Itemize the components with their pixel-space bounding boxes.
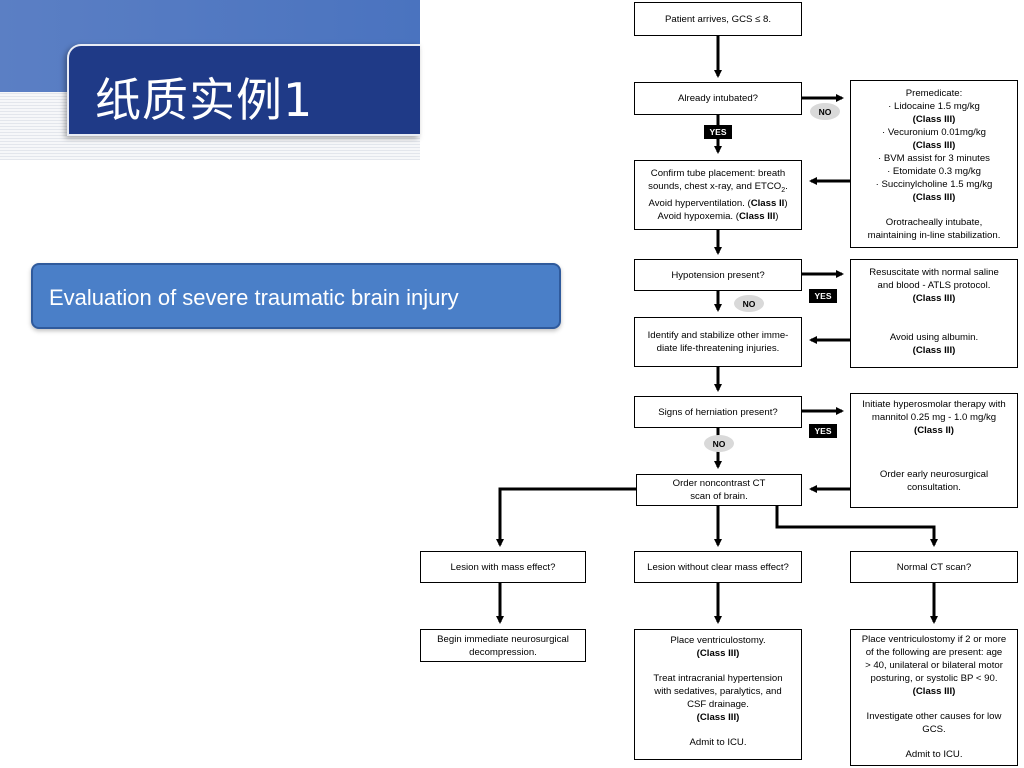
premedicate-line: · Succinylcholine 1.5 mg/kg xyxy=(875,178,993,190)
hyperosmolar-line: (Class II) xyxy=(914,425,954,436)
box-confirm-tube: Confirm tube placement: breath sounds, c… xyxy=(634,160,802,230)
normal-ct-text: Normal CT scan? xyxy=(896,561,972,573)
ventriculostomy-if-line: > 40, unilateral or bilateral motor xyxy=(865,660,1003,671)
order-ct-line: Order noncontrast CT xyxy=(672,478,766,489)
decompression-line: decompression. xyxy=(469,646,537,658)
box-hyperosmolar: Initiate hyperosmolar therapy with manni… xyxy=(850,393,1018,508)
title-box: 纸质实例1 xyxy=(67,44,420,136)
premedicate-line: (Class III) xyxy=(912,113,956,125)
slide-subtitle: Evaluation of severe traumatic brain inj… xyxy=(49,285,459,310)
premedicate-heading: Premedicate: xyxy=(905,87,963,99)
already-intubated-text: Already intubated? xyxy=(677,93,758,104)
box-ventriculostomy-if: Place ventriculostomy if 2 or more of th… xyxy=(850,629,1018,766)
tag-no: NO xyxy=(810,103,840,120)
lesion-no-mass-text: Lesion without clear mass effect? xyxy=(647,561,789,573)
ventriculostomy-line: with sedatives, paralytics, and xyxy=(654,686,782,697)
box-ventriculostomy: Place ventriculostomy. (Class III) Treat… xyxy=(634,629,802,760)
ventriculostomy-if-line: Investigate other causes for low xyxy=(866,711,1002,722)
patient-arrives-text: Patient arrives, GCS ≤ 8. xyxy=(664,13,772,25)
identify-line: Identify and stabilize other imme- xyxy=(647,330,789,341)
box-decompression: Begin immediate neurosurgical decompress… xyxy=(420,629,586,662)
box-lesion-no-mass: Lesion without clear mass effect? xyxy=(634,551,802,583)
box-lesion-mass: Lesion with mass effect? xyxy=(420,551,586,583)
ventriculostomy-if-line: GCS. xyxy=(922,724,946,735)
subtitle-box: Evaluation of severe traumatic brain inj… xyxy=(31,263,561,329)
tag-yes: YES xyxy=(704,125,732,139)
premedicate-footer: maintaining in-line stabilization. xyxy=(867,229,1001,241)
box-patient-arrives: Patient arrives, GCS ≤ 8. xyxy=(634,2,802,36)
ventriculostomy-line: Treat intracranial hypertension xyxy=(653,673,783,684)
box-already-intubated: Already intubated? xyxy=(634,82,802,115)
ventriculostomy-line: Place ventriculostomy. xyxy=(670,635,766,646)
ventriculostomy-line: (Class III) xyxy=(696,712,740,723)
arrow-ct-to-normal xyxy=(775,506,938,547)
hyperosmolar-line: consultation. xyxy=(907,482,961,493)
herniation-text: Signs of herniation present? xyxy=(658,406,778,418)
box-order-ct: Order noncontrast CT scan of brain. xyxy=(636,474,802,506)
tag-yes: YES xyxy=(809,289,837,303)
premedicate-line: · Vecuronium 0.01mg/kg xyxy=(882,126,986,138)
premedicate-line: · Lidocaine 1.5 mg/kg xyxy=(888,100,980,112)
resuscitate-line: (Class III) xyxy=(912,293,956,304)
premedicate-line: · BVM assist for 3 minutes xyxy=(878,152,990,164)
box-normal-ct: Normal CT scan? xyxy=(850,551,1018,583)
ventriculostomy-line: CSF drainage. xyxy=(687,699,749,710)
tag-no: NO xyxy=(734,295,764,312)
confirm-tube-line: Avoid hyperventilation. (Class II) xyxy=(648,197,788,209)
premedicate-line: (Class III) xyxy=(912,191,956,203)
resuscitate-line: Avoid using albumin. xyxy=(889,332,979,343)
hyperosmolar-line: Order early neurosurgical xyxy=(879,469,989,480)
box-hypotension: Hypotension present? xyxy=(634,259,802,291)
ventriculostomy-if-line: (Class III) xyxy=(912,686,956,697)
confirm-tube-line: Avoid hypoxemia. (Class III) xyxy=(657,210,779,222)
order-ct-line: scan of brain. xyxy=(690,491,748,502)
box-premedicate: Premedicate: · Lidocaine 1.5 mg/kg (Clas… xyxy=(850,80,1018,248)
resuscitate-line: (Class III) xyxy=(912,345,956,356)
ventriculostomy-line: (Class III) xyxy=(696,648,740,659)
tag-yes: YES xyxy=(809,424,837,438)
ventriculostomy-if-line: Place ventriculostomy if 2 or more xyxy=(861,634,1007,645)
resuscitate-line: and blood - ATLS protocol. xyxy=(877,280,991,291)
confirm-tube-line: Confirm tube placement: breath xyxy=(650,168,786,180)
box-identify: Identify and stabilize other imme- diate… xyxy=(634,317,802,367)
premedicate-footer: Orotracheally intubate, xyxy=(885,216,983,228)
hyperosmolar-line: Initiate hyperosmolar therapy with xyxy=(862,399,1006,410)
premedicate-line: · Etomidate 0.3 mg/kg xyxy=(887,165,981,177)
identify-line: diate life-threatening injuries. xyxy=(656,343,780,354)
ventriculostomy-if-line: of the following are present: age xyxy=(865,647,1003,658)
resuscitate-line: Resuscitate with normal saline xyxy=(869,267,999,278)
ventriculostomy-line: Admit to ICU. xyxy=(689,737,747,748)
box-herniation: Signs of herniation present? xyxy=(634,396,802,428)
decompression-line: Begin immediate neurosurgical xyxy=(437,633,569,645)
arrow-ct-to-lesion-mass xyxy=(496,487,636,547)
hyperosmolar-line: mannitol 0.25 mg - 1.0 mg/kg xyxy=(871,412,997,423)
subscript: 2 xyxy=(781,186,786,194)
tag-no: NO xyxy=(704,435,734,452)
premedicate-line: (Class III) xyxy=(912,139,956,151)
box-resuscitate: Resuscitate with normal saline and blood… xyxy=(850,259,1018,368)
slide-title: 纸质实例1 xyxy=(95,73,314,127)
ventriculostomy-if-line: posturing, or systolic BP < 90. xyxy=(870,673,998,684)
ventriculostomy-if-line: Admit to ICU. xyxy=(905,749,963,760)
lesion-mass-text: Lesion with mass effect? xyxy=(450,561,556,573)
confirm-tube-line: sounds, chest x-ray, and ETCO2. xyxy=(648,181,788,194)
hypotension-text: Hypotension present? xyxy=(671,269,765,281)
